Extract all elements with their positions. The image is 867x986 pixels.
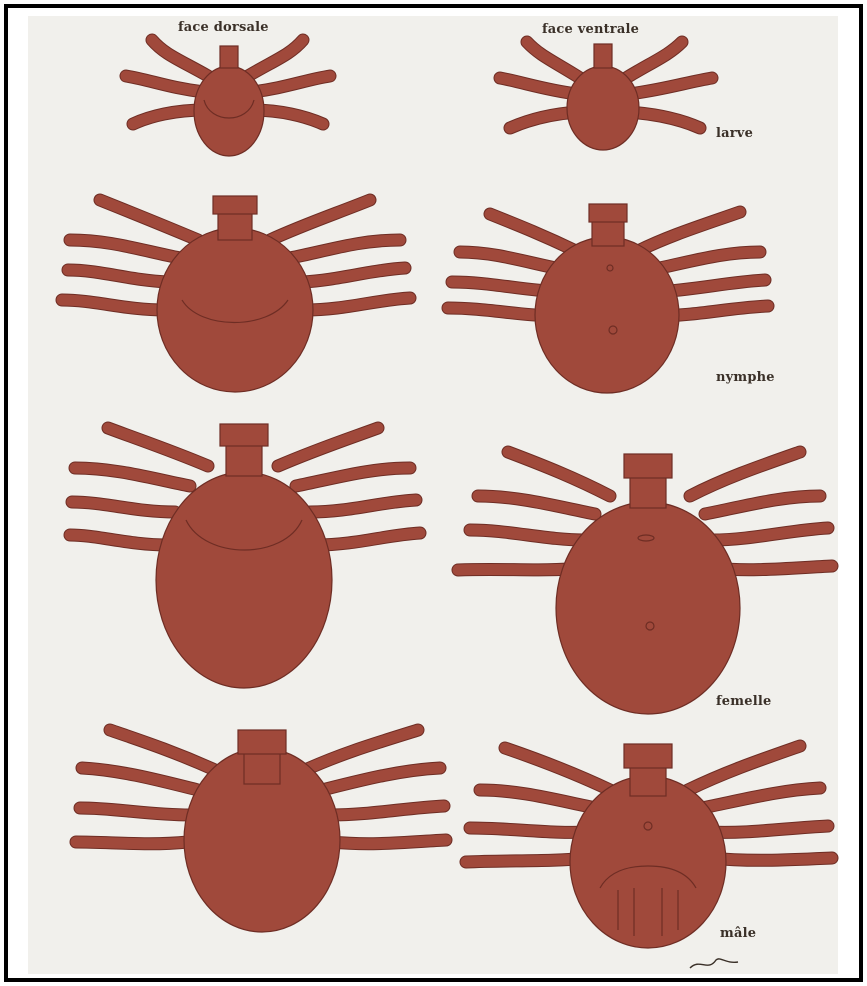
stage-label-male: mâle — [720, 926, 756, 941]
male-ventral — [466, 744, 832, 948]
female-ventral — [458, 452, 832, 714]
nymph-dorsal — [62, 196, 410, 392]
stage-label-female: femelle — [716, 694, 771, 709]
column-title-ventral: face ventrale — [542, 22, 639, 37]
stage-label-nymph: nymphe — [716, 370, 775, 385]
stage-label-larva: larve — [716, 126, 753, 141]
nymph-ventral — [448, 204, 768, 393]
artist-signature — [690, 959, 738, 968]
column-title-dorsal: face dorsale — [178, 20, 269, 35]
larva-dorsal — [126, 40, 330, 156]
female-dorsal — [70, 424, 420, 688]
larva-ventral — [500, 42, 712, 150]
male-dorsal — [76, 730, 446, 932]
